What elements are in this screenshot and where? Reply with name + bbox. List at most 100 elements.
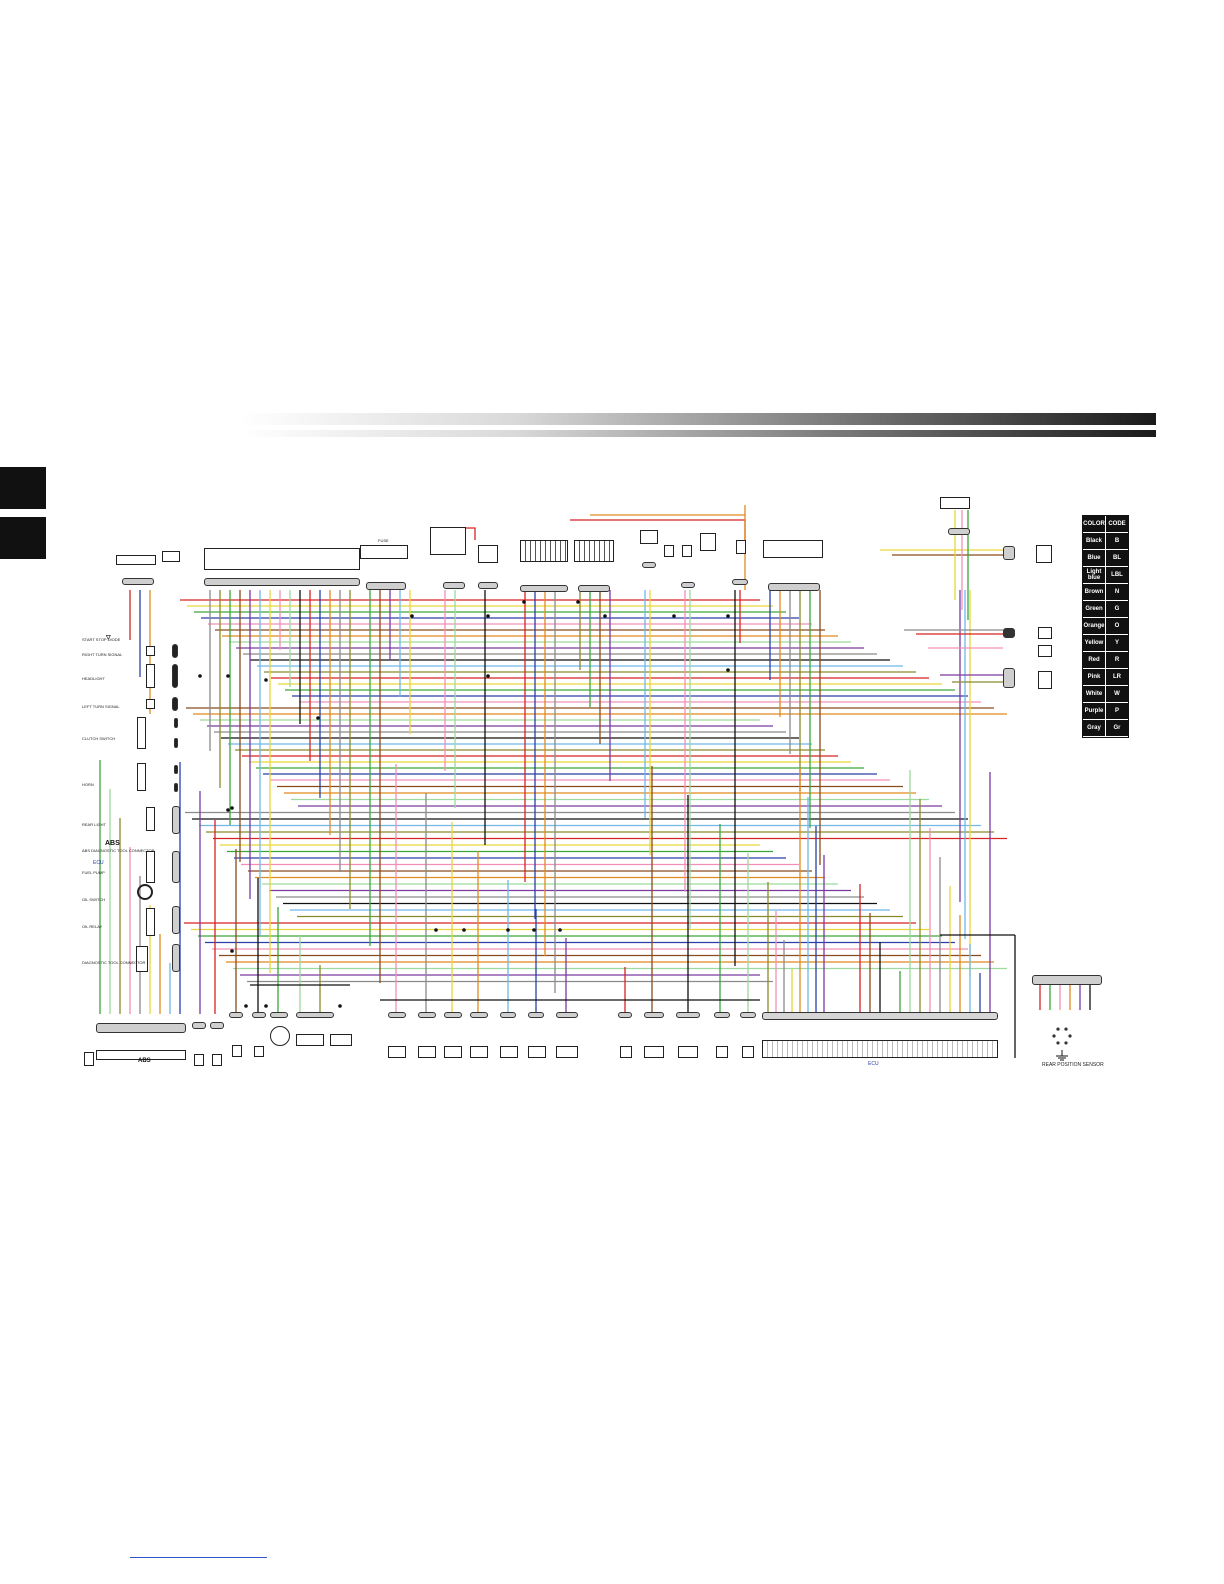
right-turn-lamp xyxy=(1038,645,1052,657)
legend-color-code: R xyxy=(1106,652,1128,668)
legend-header-color: COLOR xyxy=(1083,516,1106,532)
left-handlebar-connector xyxy=(520,585,568,592)
coil-1 xyxy=(528,1046,546,1058)
legend-color-name: Orange xyxy=(1083,618,1106,634)
legend-color-name: Green xyxy=(1083,601,1106,617)
wire-junction xyxy=(226,674,230,678)
oil-relay-connector xyxy=(172,906,180,934)
aux-box xyxy=(232,1045,242,1057)
left-component-label: HEADLIGHT xyxy=(82,676,105,681)
wire-junction xyxy=(486,674,490,678)
wire-junction xyxy=(486,614,490,618)
engine-temp-connector xyxy=(644,1012,664,1018)
turn-lamp-connector xyxy=(1003,628,1015,638)
legend-color-code: Gr xyxy=(1106,720,1128,736)
rear-abs-sensor-connector xyxy=(210,1022,224,1029)
wire-junction xyxy=(532,928,536,932)
brake-switch-box xyxy=(162,551,180,562)
crankshaft-connector xyxy=(714,1012,730,1018)
section-tab-upper xyxy=(0,467,46,509)
start-diode-symbol: ▽ xyxy=(106,635,111,641)
wire-junction xyxy=(462,928,466,932)
aux-connector xyxy=(229,1012,243,1018)
left-component-label: OIL RELAY xyxy=(82,924,103,929)
side-stand-switch xyxy=(742,1046,754,1058)
coil2-connector xyxy=(500,1012,516,1018)
wire-junction xyxy=(230,806,234,810)
fuel-level-connector xyxy=(252,1012,266,1018)
legend-color-code: G xyxy=(1106,601,1128,617)
fuse-label: FUSE xyxy=(378,538,389,543)
rear-lamp-connector xyxy=(1003,668,1015,688)
horn-connector-a xyxy=(174,765,178,774)
wire-junction xyxy=(522,600,526,604)
rts-connector xyxy=(172,644,178,658)
legend-color-name: Light blue xyxy=(1083,567,1106,583)
legend-color-code: BL xyxy=(1106,550,1128,566)
battery-connector xyxy=(296,1012,334,1018)
left-handlebar-switch xyxy=(520,540,568,562)
ecu-left-label: ECU xyxy=(93,860,104,866)
relay-connector-b xyxy=(681,582,695,588)
coolant-sensor xyxy=(418,1046,436,1058)
cylinder-sensor-connector xyxy=(676,1012,700,1018)
legend-color-code: N xyxy=(1106,584,1128,600)
abs-switch-box xyxy=(84,1052,94,1066)
clutch-connector-b xyxy=(174,738,178,748)
rear-light-connector xyxy=(172,806,180,834)
relay-connector-c xyxy=(732,579,748,585)
instrument-panel xyxy=(204,548,360,570)
wire-junction xyxy=(244,1004,248,1008)
fuel-level-sensor xyxy=(254,1046,264,1057)
fuel-pump-b-connector xyxy=(618,1012,632,1018)
injector-1 xyxy=(470,1046,488,1058)
idle-valve-connector xyxy=(948,528,970,535)
sensor-pin xyxy=(1064,1027,1068,1031)
wire-junction xyxy=(672,614,676,618)
sensor-pin xyxy=(1056,1041,1060,1045)
key-switch-connector xyxy=(478,582,498,589)
headlight-box xyxy=(146,664,155,688)
fuse-box xyxy=(360,545,408,559)
legend-color-code: B xyxy=(1106,533,1128,549)
headlight-connector xyxy=(172,664,178,688)
rear-light-box xyxy=(146,807,155,831)
headlight-relay xyxy=(700,533,716,551)
right-handlebar-connector xyxy=(578,585,610,592)
fuel-pump-connector xyxy=(172,851,180,883)
coolant-connector xyxy=(418,1012,436,1018)
fuse-connector xyxy=(366,582,406,590)
rear-abs-sensor xyxy=(212,1054,222,1066)
legend-color-name: Black xyxy=(1083,533,1106,549)
front-abs-sensor xyxy=(194,1054,204,1066)
horn-box xyxy=(137,763,146,791)
coil-antenna-icon xyxy=(270,1026,290,1046)
legend-color-code: O xyxy=(1106,618,1128,634)
legend-color-code: Y xyxy=(1106,635,1128,651)
start-relay xyxy=(430,527,466,555)
right-handlebar-switch xyxy=(574,540,614,562)
legend-color-name: Brown xyxy=(1083,584,1106,600)
legend-color-name: Gray xyxy=(1083,720,1106,736)
front-abs-sensor-connector xyxy=(192,1022,206,1029)
fan-connector xyxy=(1003,546,1015,560)
wire-junction xyxy=(338,1004,342,1008)
brake-switch-front xyxy=(640,530,658,544)
legend-color-name: Pink xyxy=(1083,669,1106,685)
diagnostic-connector xyxy=(172,944,180,972)
legend-color-name: White xyxy=(1083,686,1106,702)
ground-symbol xyxy=(1056,1050,1068,1061)
left-turn-lamp xyxy=(1038,627,1052,639)
wire-junction xyxy=(558,928,562,932)
legend-color-code: P xyxy=(1106,703,1128,719)
wire-junction xyxy=(410,614,414,618)
left-turn-signal-box xyxy=(146,699,155,709)
horn-connector-b xyxy=(174,783,178,792)
cylinder-sensor xyxy=(678,1046,698,1058)
oil-relay-box xyxy=(146,908,155,936)
